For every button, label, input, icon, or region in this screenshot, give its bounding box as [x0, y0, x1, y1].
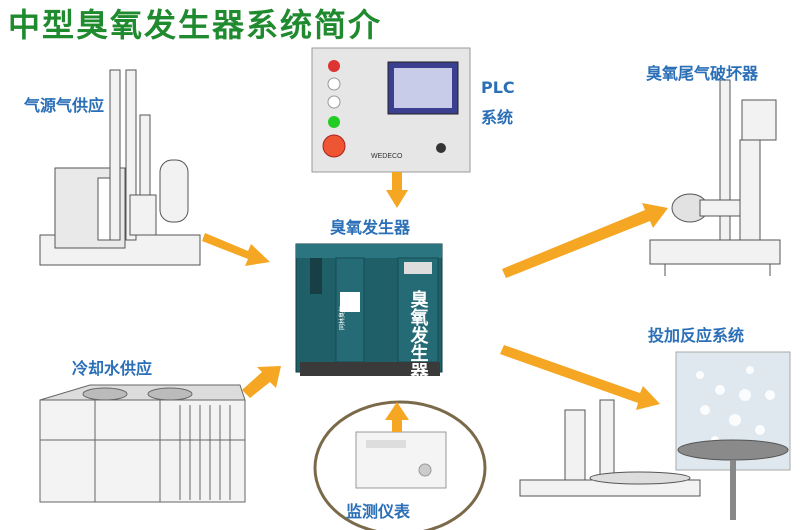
label-plc: PLC [481, 78, 515, 97]
label-gas-supply: 气源气供应 [24, 96, 105, 115]
arrows [202, 172, 668, 432]
cooling-unit-image [39, 384, 246, 503]
tail-gas-destructor-image [649, 79, 781, 276]
dosing-system-image [519, 351, 791, 520]
label-plc-system: 系统 [481, 108, 514, 127]
label-tail-gas: 臭氧尾气破坏器 [646, 64, 759, 83]
plc-panel-image: WEDECO [311, 47, 471, 173]
plc-brand-text: WEDECO [371, 153, 403, 160]
label-cooling-supply: 冷却水供应 [72, 359, 153, 378]
gas-supply-image [39, 69, 201, 266]
label-monitor: 监测仪表 [346, 502, 411, 521]
label-generator: 臭氧发生器 [330, 218, 411, 237]
generator-panel-text: 臭氧发生器 [408, 289, 430, 381]
ozone-generator-image [295, 243, 443, 376]
monitor-image [313, 400, 487, 530]
label-dosing: 投加反应系统 [648, 326, 745, 345]
generator-brand-text: 同林臭氧 [338, 306, 346, 330]
page-title: 中型臭氧发生器系统简介 [8, 6, 383, 44]
